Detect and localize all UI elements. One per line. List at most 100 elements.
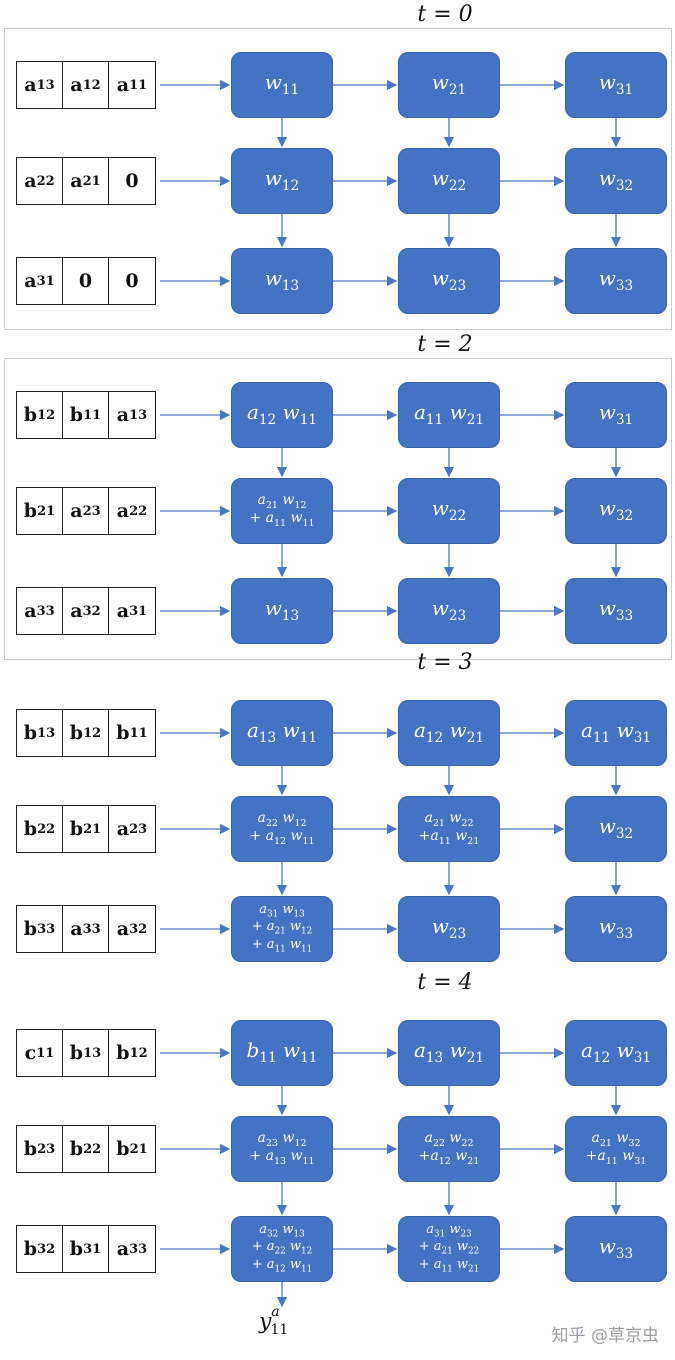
node-term: w23 — [431, 596, 467, 625]
pe-node-3-1: w13 — [231, 578, 333, 644]
node-term: a32 w13 — [259, 1222, 305, 1240]
node-term: a11 w21 — [413, 400, 485, 429]
pe-node-3-1: a32 w13+ a22 w12+ a12 w11 — [231, 1216, 333, 1282]
node-term: + a11 w11 — [249, 510, 315, 529]
pe-node-3-3: w33 — [565, 1216, 667, 1282]
node-term: + a21 w22 — [418, 1239, 480, 1258]
pe-node-3-3: w33 — [565, 578, 667, 644]
node-term: + a13 w11 — [249, 1148, 315, 1167]
node-term: w33 — [598, 596, 634, 625]
pe-node-2-3: w32 — [565, 796, 667, 862]
node-term: a31 w23 — [426, 1222, 472, 1240]
pe-node-2-3: w32 — [565, 478, 667, 544]
node-term: + a11 w21 — [418, 1256, 480, 1275]
pe-node-3-1: w13 — [231, 248, 333, 314]
pe-node-1-3: a12 w31 — [565, 1020, 667, 1086]
node-term: + a12 w11 — [251, 1256, 313, 1275]
pe-node-1-1: a13 w11 — [231, 700, 333, 766]
node-term: w33 — [598, 914, 634, 943]
pe-node-2-2: w22 — [398, 478, 500, 544]
pe-node-2-1: a21 w12+ a11 w11 — [231, 478, 333, 544]
node-term: w31 — [598, 400, 634, 429]
node-term: a22 w12 — [257, 809, 307, 829]
node-term: w23 — [431, 914, 467, 943]
queue-cell: 0 — [125, 170, 139, 192]
node-term: a13 w21 — [413, 1038, 485, 1067]
node-term: a12 w11 — [246, 400, 318, 429]
pe-node-1-3: w31 — [565, 382, 667, 448]
pe-node-1-2: a12 w21 — [398, 700, 500, 766]
node-term: w22 — [431, 166, 467, 195]
node-term: w21 — [431, 70, 467, 99]
node-term: a13 w11 — [246, 718, 318, 747]
node-term: w13 — [264, 266, 300, 295]
pe-node-3-3: w33 — [565, 248, 667, 314]
queue-cell: 0 — [63, 258, 109, 304]
node-term: w23 — [431, 266, 467, 295]
node-term: +a11 w31 — [585, 1148, 647, 1167]
node-term: +a11 w21 — [418, 828, 480, 847]
pe-node-1-3: w31 — [565, 52, 667, 118]
node-term: a21 w12 — [257, 491, 307, 511]
time-label: t = 0 — [417, 2, 473, 27]
node-term: a23 w12 — [257, 1129, 307, 1149]
output-sub: 11 — [270, 1321, 289, 1338]
node-term: w33 — [598, 266, 634, 295]
node-term: w12 — [264, 166, 300, 195]
time-label: t = 2 — [417, 332, 473, 357]
pe-node-2-1: a22 w12+ a12 w11 — [231, 796, 333, 862]
pe-node-3-2: w23 — [398, 248, 500, 314]
node-term: a21 w32 — [591, 1129, 641, 1149]
pe-node-1-1: a12 w11 — [231, 382, 333, 448]
pe-node-1-1: w11 — [231, 52, 333, 118]
pe-node-3-2: w23 — [398, 578, 500, 644]
time-label: t = 4 — [417, 970, 473, 995]
node-term: a21 w22 — [424, 809, 474, 829]
output-sup: a — [271, 1304, 280, 1320]
pe-node-1-2: w21 — [398, 52, 500, 118]
pe-node-3-2: a31 w23+ a21 w22+ a11 w21 — [398, 1216, 500, 1282]
node-term: +a12 w21 — [418, 1148, 480, 1167]
node-term: w13 — [264, 596, 300, 625]
node-term: w11 — [264, 70, 300, 99]
pe-node-3-1: a31 w13+ a21 w12+ a11 w11 — [231, 896, 333, 962]
time-label: t = 3 — [417, 650, 473, 675]
node-term: a22 w22 — [424, 1129, 474, 1149]
output-label: y11a — [259, 1304, 298, 1338]
